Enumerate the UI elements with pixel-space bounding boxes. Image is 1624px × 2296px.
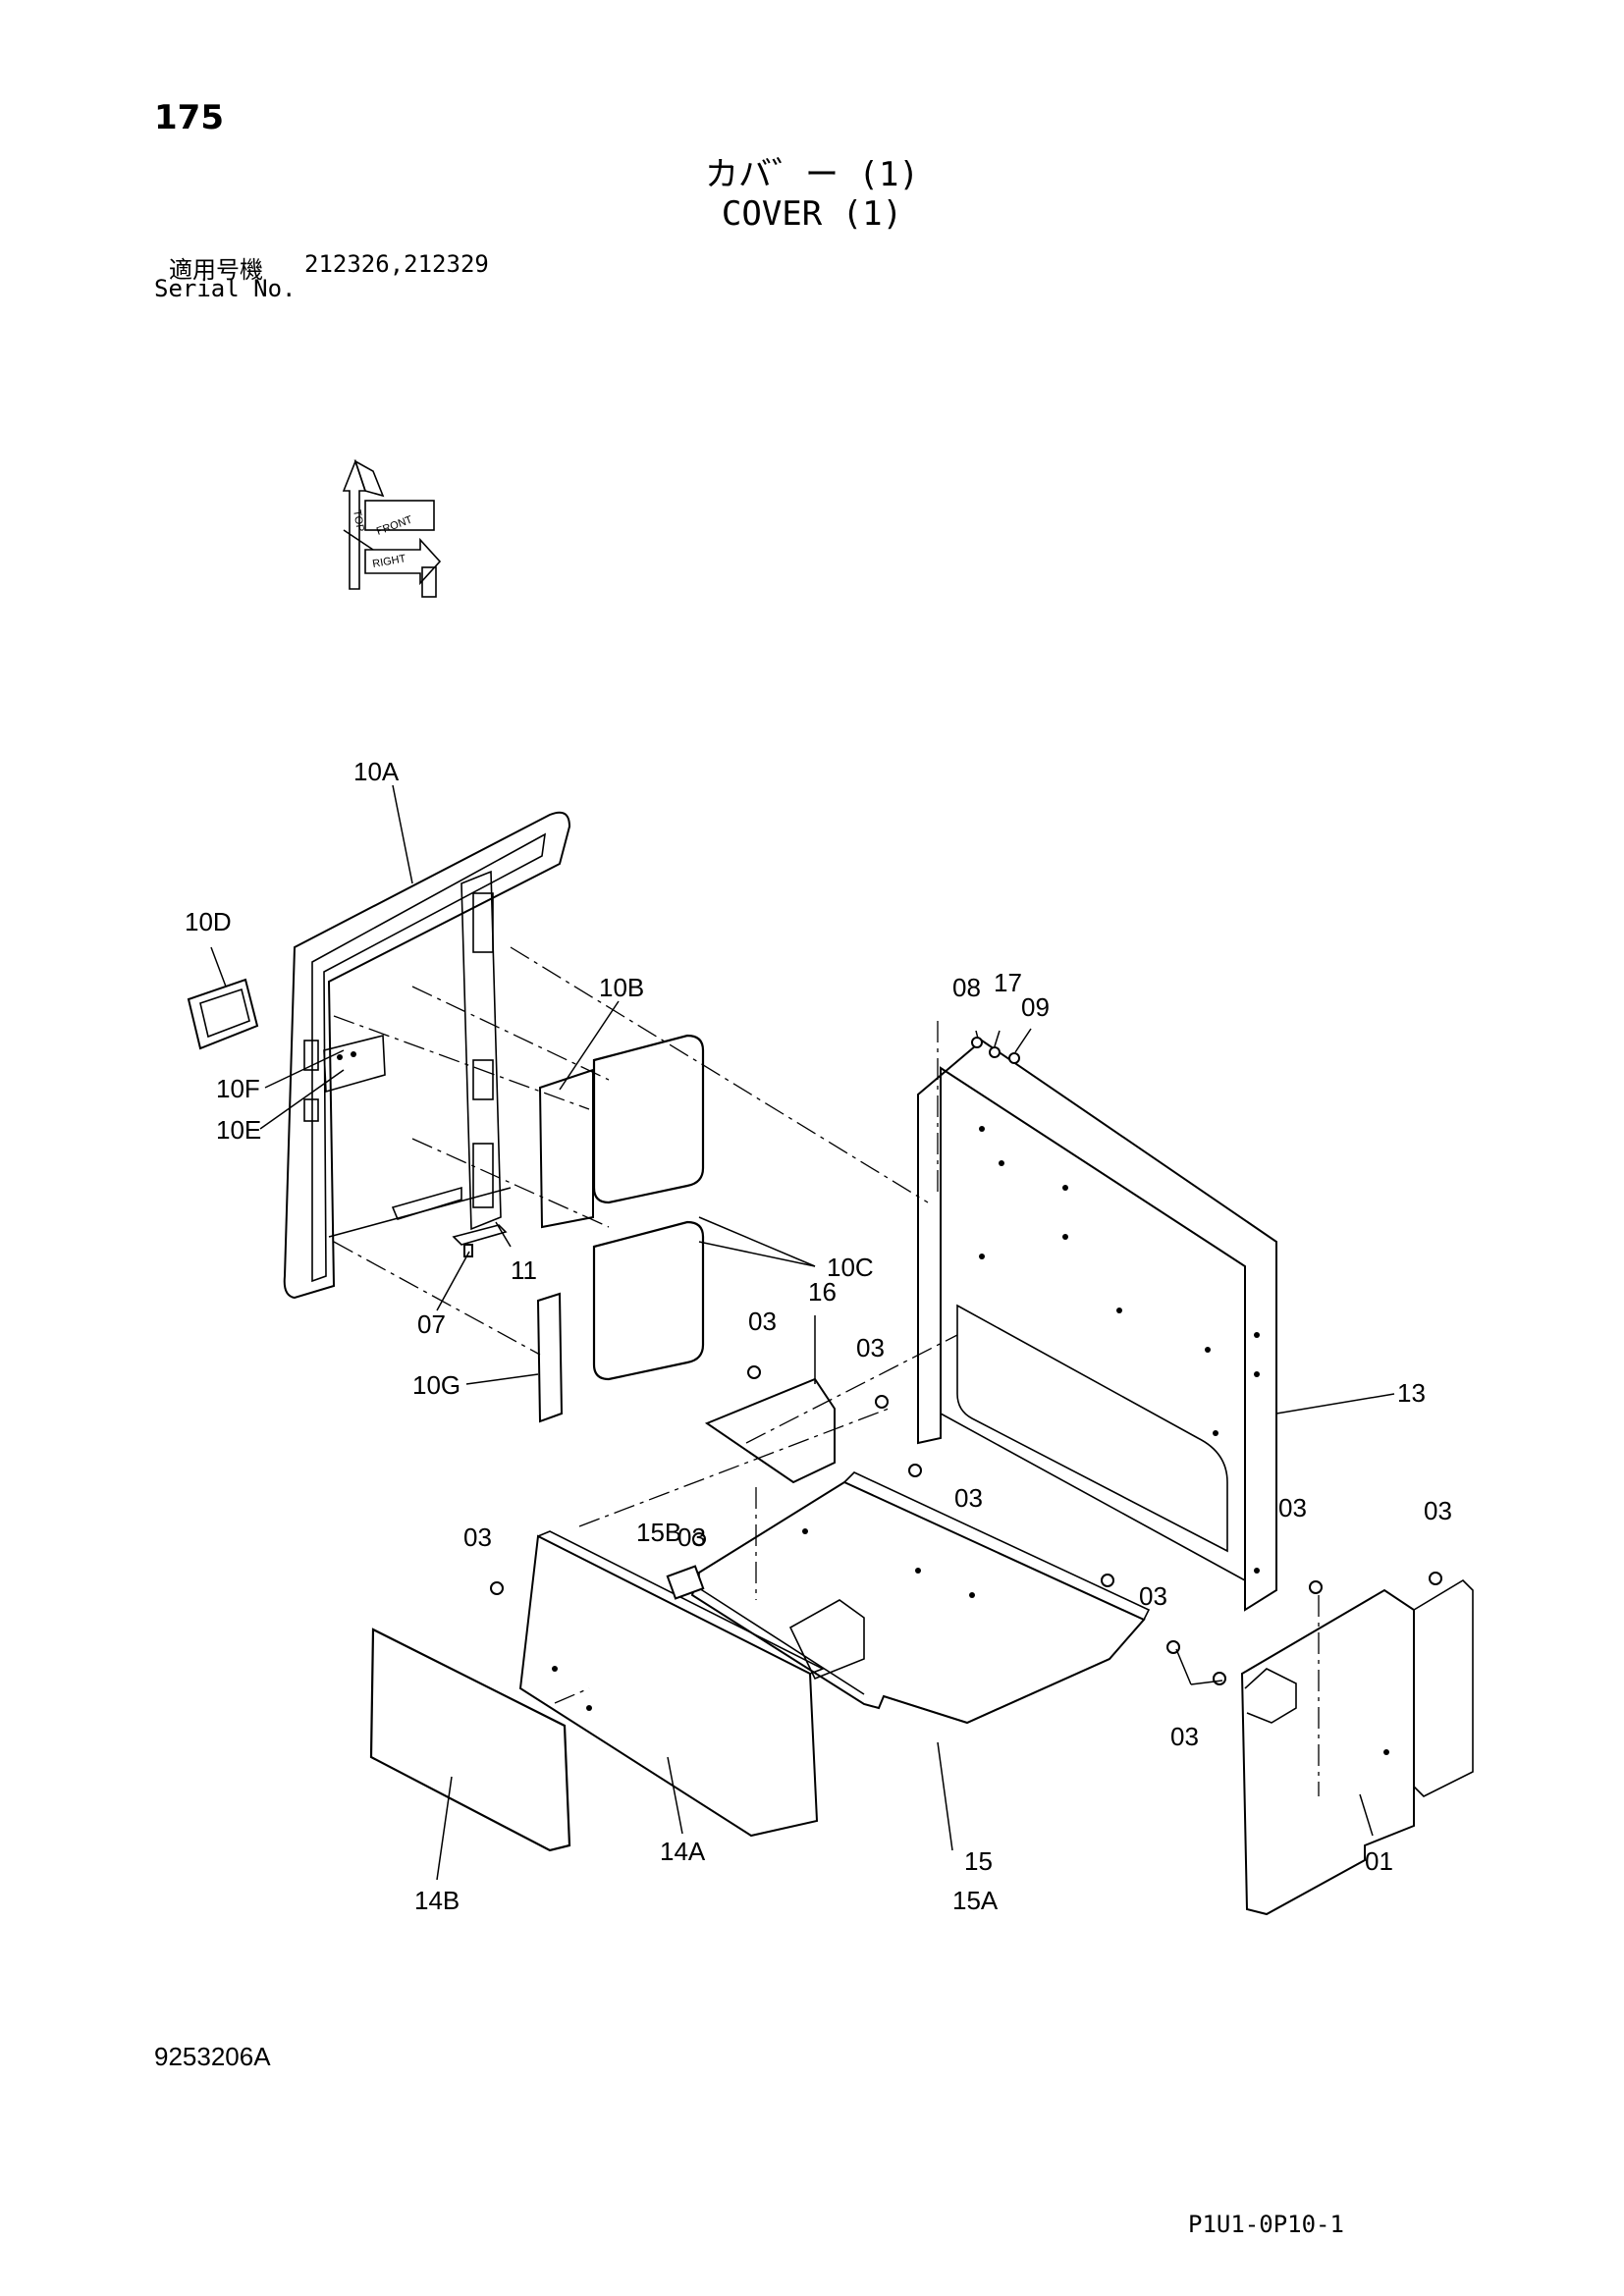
serial-label-japanese: 適用号機 — [169, 256, 263, 284]
callout-15A: 15A — [952, 1886, 999, 1915]
foam-pads-10C — [592, 1034, 705, 1381]
bolt-03-b — [875, 1395, 889, 1409]
callout-03-e: 03 — [463, 1522, 492, 1552]
gasket-10B — [538, 1068, 594, 1229]
callout-09: 09 — [1021, 992, 1050, 1022]
floor-frame-15 — [690, 1471, 1151, 1725]
foam-pad-14B — [369, 1628, 571, 1852]
callout-10G: 10G — [412, 1370, 460, 1400]
bolt-03-h — [1213, 1672, 1226, 1685]
callout-03-f: 03 — [1139, 1581, 1167, 1611]
callout-03-c: 03 — [954, 1483, 983, 1513]
title-japanese: カバ゛ー (1) — [705, 155, 919, 194]
bolt-03-j — [1429, 1572, 1442, 1585]
callout-07: 07 — [417, 1309, 446, 1339]
callout-15: 15 — [964, 1846, 993, 1876]
serial-label-english: Serial No. — [154, 275, 297, 302]
callout-01: 01 — [1365, 1846, 1393, 1876]
callouts: 10A 10D 10B 10F 10E 10C 11 07 10G 08 17 … — [185, 757, 1452, 1915]
title-english: COVER (1) — [721, 194, 903, 234]
callout-03-d: 03 — [677, 1522, 706, 1552]
callout-10D: 10D — [185, 907, 232, 936]
callout-03-g: 03 — [1170, 1722, 1199, 1751]
strip-10G — [536, 1292, 564, 1423]
bracket-15B — [666, 1565, 705, 1600]
latch-10D — [187, 978, 259, 1050]
drawing-number: 9253206A — [154, 2042, 271, 2071]
callout-17: 17 — [994, 968, 1022, 997]
bolt-03-d — [692, 1532, 706, 1546]
orientation-front-label: FRONT — [375, 513, 414, 537]
callout-11: 11 — [511, 1255, 537, 1285]
washer-17 — [989, 1046, 1001, 1058]
callout-03-i: 03 — [1424, 1496, 1452, 1525]
callout-10A: 10A — [353, 757, 400, 786]
partition-plate-13 — [917, 1039, 1277, 1612]
bolt-03-f — [1101, 1574, 1114, 1587]
callout-14B: 14B — [414, 1886, 460, 1915]
door-frame-10A — [283, 811, 571, 1300]
bolt-03-i — [1309, 1580, 1323, 1594]
page-number: 175 — [154, 98, 224, 137]
assembly-lines — [333, 946, 1320, 1796]
callout-10F: 10F — [216, 1074, 260, 1103]
orientation-top-label: TOP — [351, 508, 366, 532]
bolt-03-c — [908, 1464, 922, 1477]
callout-14A: 14A — [660, 1837, 706, 1866]
callout-10C: 10C — [827, 1253, 874, 1282]
callout-16: 16 — [808, 1277, 837, 1307]
serial-numbers: 212326,212329 — [304, 250, 489, 278]
leader-lines — [210, 784, 1395, 1881]
side-panel-14A — [518, 1530, 825, 1838]
orientation-icon: TOP FRONT RIGHT — [342, 458, 442, 598]
nut-09 — [1008, 1052, 1020, 1064]
callout-03-a: 03 — [748, 1307, 777, 1336]
bolt-03-e — [490, 1581, 504, 1595]
callout-08: 08 — [952, 973, 981, 1002]
callout-03-h: 03 — [1278, 1493, 1307, 1522]
orientation-right-label: RIGHT — [371, 553, 406, 570]
callout-15B: 15B — [636, 1518, 681, 1547]
page-code: P1U1-0P10-1 — [1188, 2211, 1344, 2238]
callout-13: 13 — [1397, 1378, 1426, 1408]
callout-03-b: 03 — [856, 1333, 885, 1362]
bolt-03-a — [747, 1365, 761, 1379]
callout-10E: 10E — [216, 1115, 261, 1145]
callout-10B: 10B — [599, 973, 644, 1002]
nut-08 — [971, 1037, 983, 1048]
rear-panel-01 — [1240, 1578, 1474, 1916]
rod-11 — [452, 1224, 508, 1246]
clip-07 — [463, 1244, 473, 1257]
cover-plate-16 — [704, 1377, 836, 1484]
fasteners — [490, 1037, 1442, 1685]
